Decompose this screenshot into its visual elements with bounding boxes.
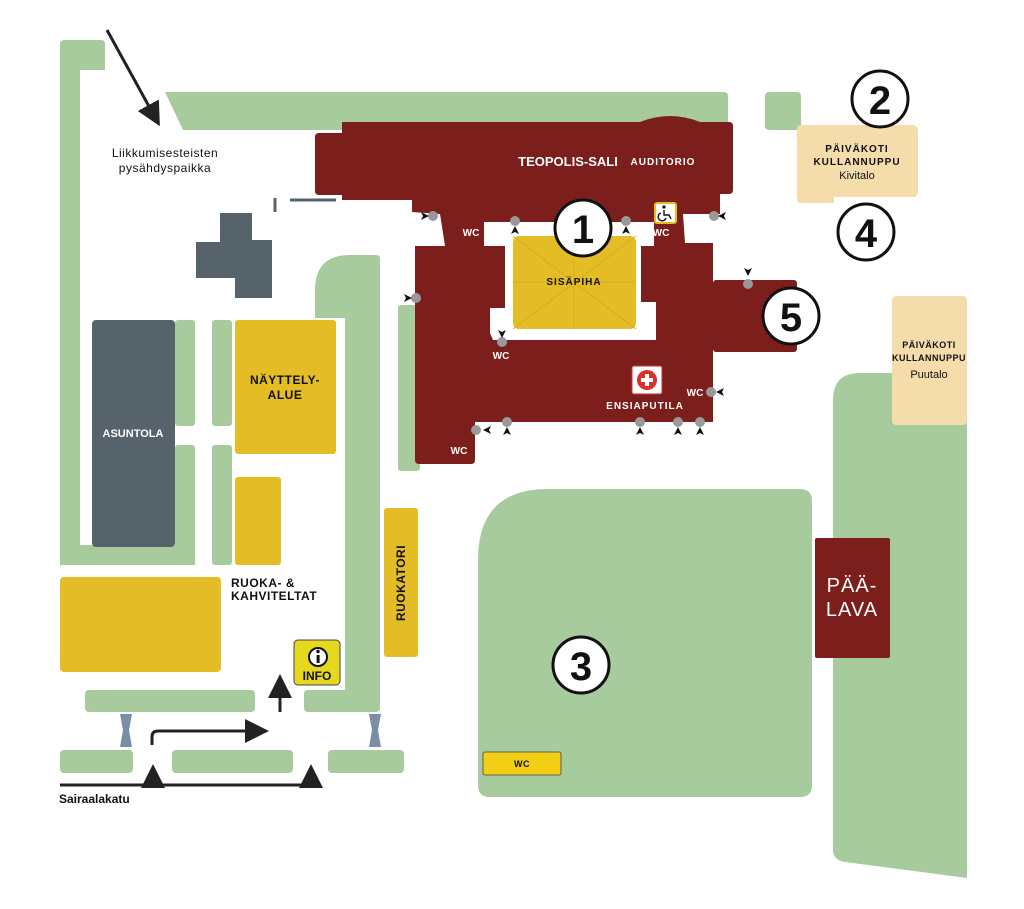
- teopolis-label: TEOPOLIS-SALI: [518, 154, 618, 169]
- puutalo-label: PÄIVÄKOTI: [902, 340, 956, 350]
- marker-number: 1: [572, 208, 594, 252]
- sisapiha-label: SISÄPIHA: [546, 275, 601, 288]
- location-marker-4[interactable]: 4: [836, 202, 896, 262]
- kivitalo-label: Kivitalo: [839, 170, 874, 182]
- nayttely-label: ALUE: [268, 388, 303, 402]
- green-field-main: [478, 489, 812, 797]
- yellow-area: [235, 477, 281, 565]
- ruoka-label: KAHVITELTAT: [231, 589, 317, 603]
- green-area-left: [60, 40, 195, 565]
- green-field-right: [833, 373, 967, 878]
- green-bar: [212, 445, 232, 565]
- green-bar: [175, 445, 195, 548]
- green-bar: [328, 750, 404, 773]
- green-strip-building: [398, 305, 420, 471]
- marker-number: 4: [855, 212, 878, 256]
- wc-label: WC: [463, 228, 480, 239]
- marker-number: 2: [869, 79, 891, 123]
- sairaalakatu-label: Sairaalakatu: [59, 792, 130, 806]
- green-bar: [212, 320, 232, 426]
- marker-number: 5: [780, 296, 802, 340]
- wc-outdoor: [482, 751, 562, 776]
- paalava-stage: [815, 538, 890, 658]
- paalava-label: PÄÄ-: [827, 575, 878, 597]
- auditorio-label: AUDITORIO: [631, 157, 696, 168]
- wheelchair-icon: [654, 202, 677, 224]
- asuntola-label: ASUNTOLA: [103, 428, 164, 440]
- puutalo-label: Puutalo: [910, 369, 947, 381]
- ruokatori-label: RUOKATORI: [394, 545, 408, 621]
- wc-label: WC: [451, 446, 468, 457]
- entrance-markers: [411, 211, 753, 435]
- nayttely-label: NÄYTTELY-: [250, 372, 320, 387]
- kivitalo-building: [797, 125, 918, 203]
- location-marker-2[interactable]: 2: [850, 69, 910, 129]
- location-marker-5[interactable]: 5: [761, 286, 821, 346]
- first-aid-icon: [631, 365, 663, 395]
- entrance-arrow-icon: [404, 212, 752, 435]
- green-road-strip: [304, 255, 380, 712]
- green-bar: [175, 320, 195, 426]
- gate: [369, 714, 381, 747]
- small-building: [196, 213, 272, 298]
- ruokatori-area: [384, 508, 418, 657]
- wc-label: WC: [514, 759, 530, 769]
- asuntola-building: [92, 320, 175, 547]
- marker-number: 3: [570, 645, 592, 689]
- gate: [120, 714, 132, 747]
- nayttelyalue-area: [235, 320, 336, 454]
- ruoka-label: RUOKA- &: [231, 576, 295, 590]
- paalava-label: LAVA: [826, 599, 878, 621]
- parking-label: pysähdyspaikka: [119, 161, 211, 175]
- location-marker-3[interactable]: 3: [551, 635, 611, 695]
- kivitalo-label: PÄIVÄKOTI: [825, 142, 888, 155]
- ruoka-kahviteltat-area: [60, 577, 221, 672]
- green-bar: [172, 750, 293, 773]
- ensiaputila-label: ENSIAPUTILA: [606, 401, 684, 412]
- kivitalo-label: KULLANNUPPU: [813, 157, 900, 168]
- wc-label: WC: [493, 351, 510, 362]
- info-icon: [308, 647, 328, 667]
- info-point[interactable]: INFO: [293, 639, 341, 686]
- puutalo-label: KULLANNUPPU: [892, 353, 966, 363]
- location-marker-1[interactable]: 1: [553, 198, 613, 258]
- wc-label: WC: [687, 388, 704, 399]
- green-bar: [60, 750, 133, 773]
- direction-arrows: [60, 29, 323, 788]
- info-label: INFO: [303, 669, 332, 683]
- green-bar: [85, 690, 255, 712]
- green-area-top-right: [765, 92, 801, 130]
- sisapiha-lines: [512, 235, 637, 330]
- wc-label: WC: [653, 228, 670, 239]
- puutalo-building: [892, 296, 967, 425]
- path-line: [273, 198, 336, 212]
- parking-label: Liikkumisesteisten: [112, 146, 218, 160]
- green-area-top: [165, 92, 728, 130]
